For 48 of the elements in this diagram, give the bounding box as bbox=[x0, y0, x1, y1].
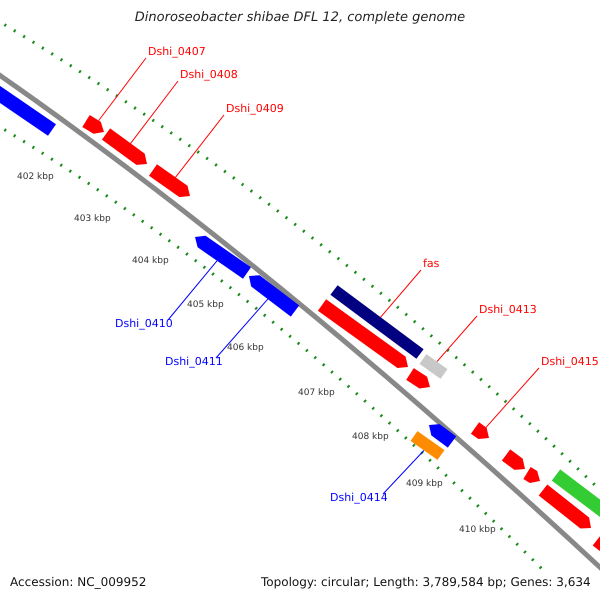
leader-line bbox=[168, 260, 218, 320]
gene-feature-bar bbox=[538, 484, 591, 528]
tick-label: 402 kbp bbox=[17, 173, 54, 182]
genome-stats-text: Topology: circular; Length: 3,789,584 bp; Genes: 3,634 bbox=[261, 576, 591, 588]
gene-feature-bar bbox=[82, 115, 104, 134]
gene-feature-bar bbox=[410, 431, 444, 460]
leader-line bbox=[436, 316, 478, 362]
gene-feature-bar bbox=[102, 128, 147, 165]
gene-feature-bar bbox=[318, 299, 408, 368]
tick-label: 406 kbp bbox=[227, 344, 264, 353]
gene-feature-bar bbox=[330, 285, 424, 359]
gene-label: Dshi_0415 bbox=[541, 356, 599, 367]
gene-label: Dshi_0410 bbox=[115, 318, 173, 329]
tick-label: 408 kbp bbox=[352, 433, 389, 442]
leader-line bbox=[130, 80, 178, 144]
gene-feature-bar bbox=[592, 534, 600, 551]
gene-feature-bar bbox=[502, 449, 525, 470]
gene-label: Dshi_0408 bbox=[180, 69, 238, 80]
accession-text: Accession: NC_009952 bbox=[10, 576, 146, 588]
gene-label: Dshi_0407 bbox=[148, 46, 206, 57]
tick-label: 405 kbp bbox=[187, 301, 224, 310]
gene-feature-bar bbox=[523, 467, 540, 483]
map-title: Dinoroseobacter shibae DFL 12, complete genome bbox=[134, 11, 466, 24]
gene-feature-bar bbox=[195, 236, 251, 279]
gene-feature-bar bbox=[0, 85, 56, 136]
tick-label: 404 kbp bbox=[132, 257, 169, 266]
gene-feature-bar bbox=[149, 164, 190, 198]
gene-feature-bar bbox=[406, 368, 430, 388]
leader-line bbox=[380, 270, 422, 318]
gene-feature-bar bbox=[552, 469, 600, 518]
tick-label: 403 kbp bbox=[74, 215, 111, 224]
gene-feature-bar bbox=[249, 275, 300, 317]
gene-label: Dshi_0413 bbox=[479, 304, 537, 315]
leader-line bbox=[98, 58, 146, 121]
leader-line bbox=[216, 298, 268, 358]
tick-label: 409 kbp bbox=[406, 480, 443, 489]
leader-line bbox=[486, 368, 540, 428]
gene-feature-bar bbox=[420, 354, 448, 379]
gene-feature-bar bbox=[429, 424, 456, 448]
gene-label: Dshi_0414 bbox=[330, 492, 388, 503]
gene-label: fas bbox=[423, 258, 440, 269]
gene-feature-bar bbox=[470, 422, 489, 439]
leader-line bbox=[382, 450, 424, 494]
tick-label: 407 kbp bbox=[298, 389, 335, 398]
tick-label: 410 kbp bbox=[459, 526, 496, 535]
gene-label: Dshi_0411 bbox=[165, 356, 223, 367]
leader-line bbox=[175, 114, 224, 178]
gene-label: Dshi_0409 bbox=[226, 103, 284, 114]
